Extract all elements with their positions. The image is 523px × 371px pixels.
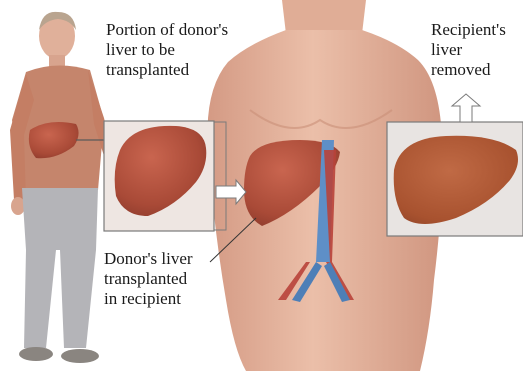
donor-shoe-left bbox=[19, 347, 53, 361]
label-recipient-line3: removed bbox=[431, 60, 506, 80]
label-donor-portion-line2: liver to be bbox=[106, 40, 228, 60]
label-recipient-line2: liver bbox=[431, 40, 506, 60]
donor-pants bbox=[22, 188, 98, 348]
donor-figure bbox=[10, 12, 112, 363]
label-transplanted-line2: transplanted bbox=[104, 269, 193, 289]
removed-up-arrow bbox=[452, 94, 480, 122]
label-donor-transplanted: Donor's liver transplanted in recipient bbox=[104, 249, 193, 309]
label-donor-portion-line1: Portion of donor's bbox=[106, 20, 228, 40]
label-donor-portion-line3: transplanted bbox=[106, 60, 228, 80]
donor-neck bbox=[49, 55, 65, 67]
label-transplanted-line3: in recipient bbox=[104, 289, 193, 309]
donor-portion-inset bbox=[104, 121, 226, 231]
label-donor-portion: Portion of donor's liver to be transplan… bbox=[106, 20, 228, 80]
label-recipient-removed: Recipient's liver removed bbox=[431, 20, 506, 80]
recipient-neck bbox=[282, 0, 366, 34]
donor-shoe-right bbox=[61, 349, 99, 363]
label-recipient-line1: Recipient's bbox=[431, 20, 506, 40]
label-transplanted-line1: Donor's liver bbox=[104, 249, 193, 269]
